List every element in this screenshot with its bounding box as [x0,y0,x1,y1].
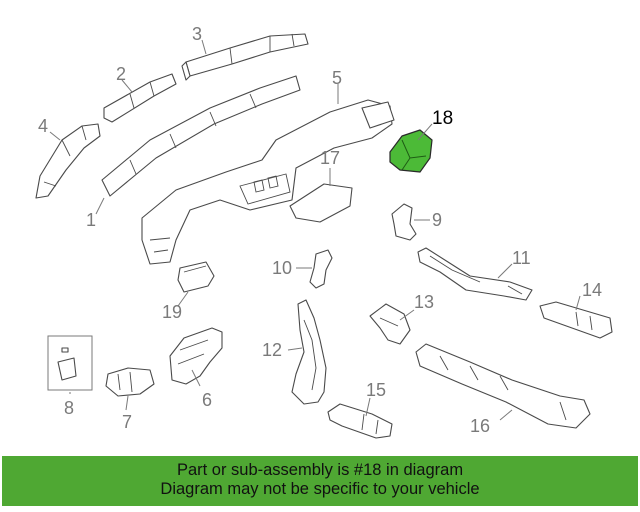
part-3-duct [181,33,309,81]
part-9-vent [391,203,417,241]
part-14-bracket [539,301,613,339]
callout-17: 17 [320,148,340,168]
part-19-vent [177,261,215,293]
callout-6: 6 [202,390,212,410]
callout-10: 10 [272,258,292,278]
callout-12: 12 [262,340,282,360]
callout-16: 16 [470,416,490,436]
part-2-duct [103,73,177,123]
callout-14: 14 [582,280,602,300]
leader-lines [49,39,581,421]
callout-15: 15 [366,380,386,400]
callout-19: 19 [162,302,182,322]
part-15-bracket [327,403,393,439]
callout-18: 18 [432,108,453,129]
part-17-panel [289,183,353,223]
info-banner: Part or sub-assembly is #18 in diagram D… [2,456,638,506]
callout-8: 8 [64,398,74,418]
callout-4: 4 [38,116,48,136]
part-18-highlighted [389,129,433,173]
callout-7: 7 [122,412,132,432]
part-1-duct [101,75,301,197]
part-10-duct [309,249,333,289]
part-7-vent [105,367,155,397]
part-5-main-duct [141,99,395,265]
callout-5: 5 [332,68,342,88]
callout-1: 1 [86,210,96,230]
part-16-duct [415,343,591,429]
part-4-bracket [35,123,101,199]
part-13-duct [369,303,411,345]
callout-2: 2 [116,64,126,84]
parts-diagram: 3 2 4 1 5 17 18 9 10 11 14 13 12 15 16 1… [35,24,613,439]
callout-13: 13 [414,292,434,312]
callout-11: 11 [512,248,531,268]
callout-9: 9 [432,210,442,230]
part-6-bracket [169,327,223,385]
callout-numbers: 3 2 4 1 5 17 18 9 10 11 14 13 12 15 16 1… [38,24,602,436]
banner-line-2: Diagram may not be specific to your vehi… [160,480,480,498]
part-8-inset [47,335,93,391]
part-11-duct [417,247,533,301]
banner-line-1: Part or sub-assembly is #18 in diagram [176,461,464,479]
part-12-duct [291,299,327,405]
callout-3: 3 [192,24,202,44]
